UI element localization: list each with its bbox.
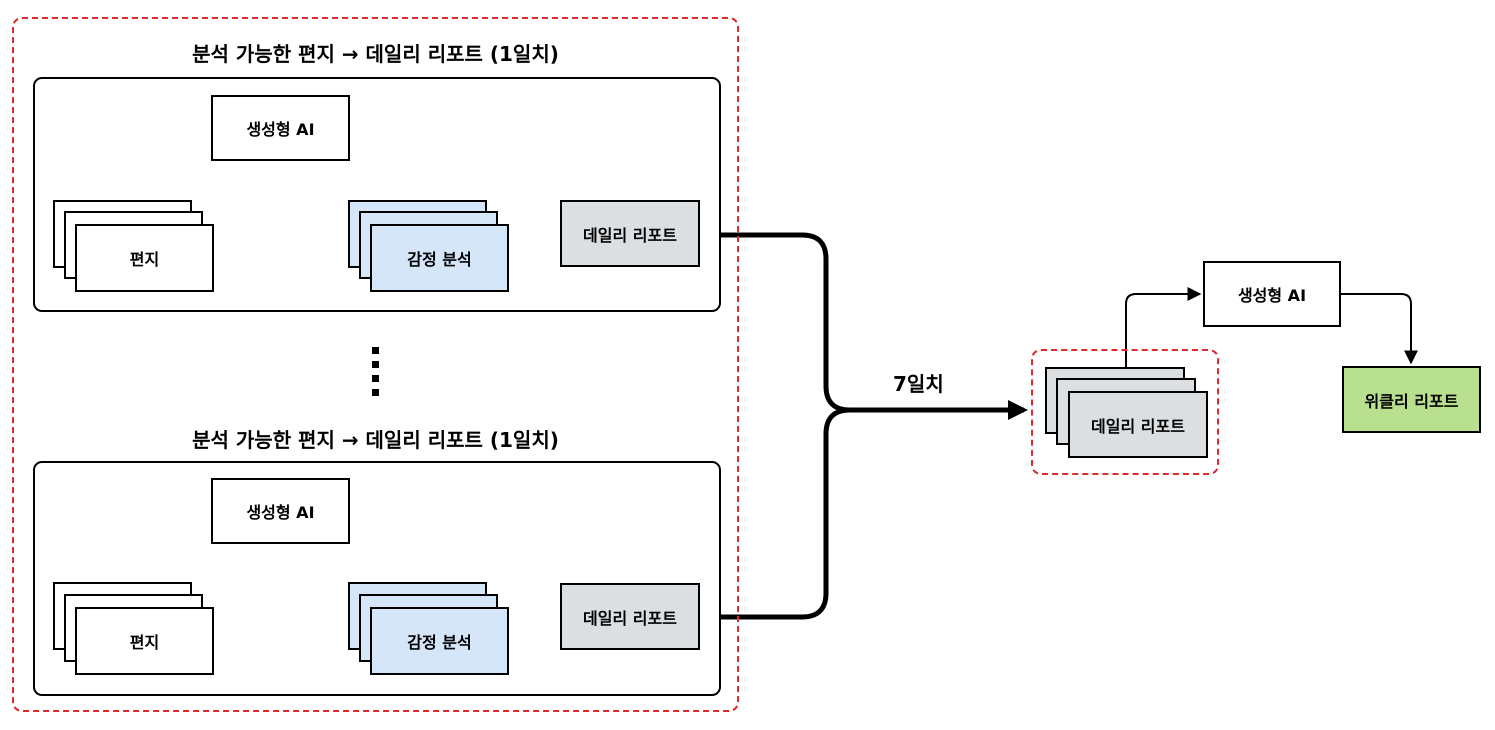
letters-box-top: 편지 bbox=[75, 224, 214, 292]
emotion-analysis-box-bottom: 감정 분석 bbox=[370, 607, 509, 675]
merge-line-top bbox=[700, 232, 851, 413]
emotion-analysis-box-top: 감정 분석 bbox=[370, 224, 509, 292]
arrow-stack-to-weekly-ai bbox=[1125, 287, 1202, 368]
letters-box-bottom: 편지 bbox=[75, 607, 214, 675]
daily-report-stack-front: 데일리 리포트 bbox=[1068, 391, 1208, 458]
section-title-top: 분석 가능한 편지 → 데일리 리포트 (1일치) bbox=[192, 42, 559, 66]
section-title-bottom: 분석 가능한 편지 → 데일리 리포트 (1일치) bbox=[192, 428, 559, 452]
weekly-report-box: 위클리 리포트 bbox=[1342, 366, 1481, 433]
weekly-input-outline bbox=[1031, 349, 1219, 475]
daily-report-box-top: 데일리 리포트 bbox=[560, 200, 700, 267]
daily-group-outline bbox=[12, 17, 739, 712]
merge-line-bottom bbox=[700, 407, 851, 620]
ellipsis-dots bbox=[372, 347, 379, 396]
generative-ai-box-bottom: 생성형 AI bbox=[211, 478, 350, 544]
arrow-weekly-ai-to-weekly-report bbox=[1341, 293, 1418, 365]
merge-label: 7일치 bbox=[893, 372, 944, 396]
generative-ai-box-top: 생성형 AI bbox=[211, 95, 350, 161]
daily-report-box-bottom: 데일리 리포트 bbox=[560, 583, 700, 650]
generative-ai-box-weekly: 생성형 AI bbox=[1203, 261, 1341, 327]
